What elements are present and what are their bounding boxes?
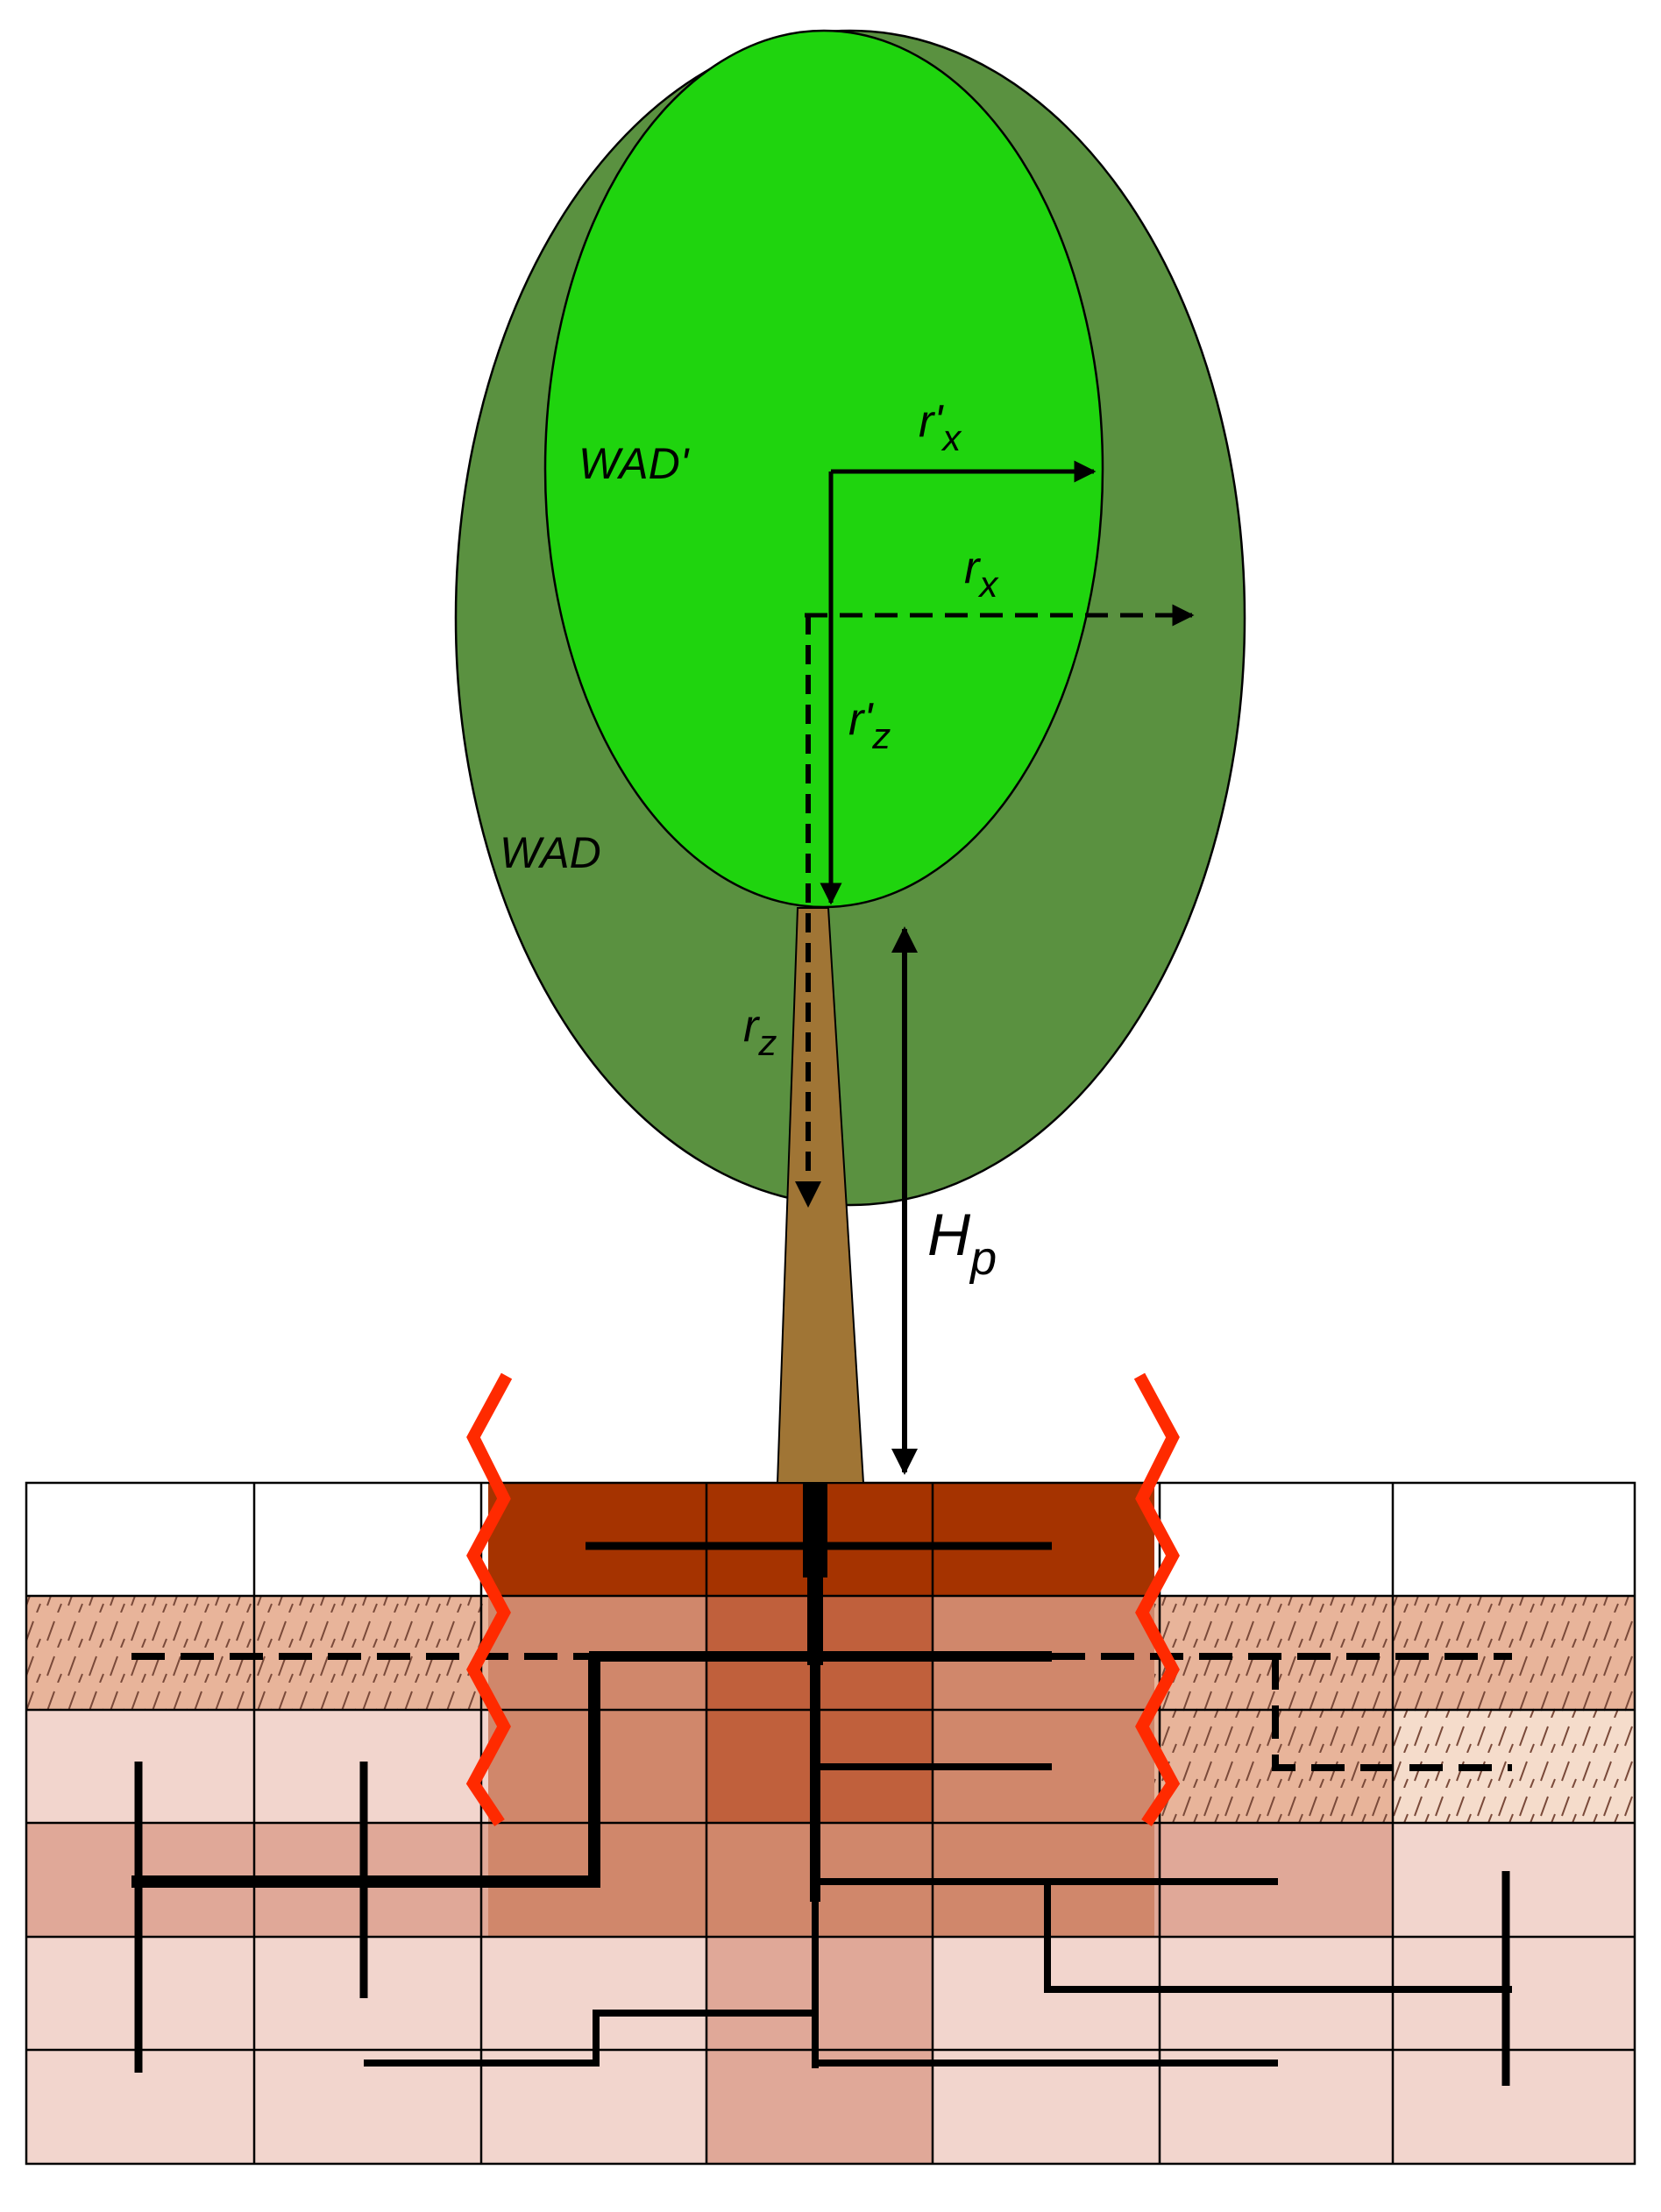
label-hp: Hp (927, 1202, 997, 1285)
label-r-prime-x: r'x (919, 396, 962, 458)
label-r-x-main: r (964, 542, 982, 593)
red-zigzag-boundary-icon (465, 1372, 1181, 1826)
label-r-z-main: r (743, 1001, 761, 1052)
label-r-x: rx (964, 542, 999, 605)
soil-row-2-hatch-right (1154, 1596, 1635, 1710)
label-r-prime-x-sub: x (941, 417, 962, 458)
radius-arrows (795, 460, 1195, 1475)
label-hp-sub: p (969, 1232, 997, 1285)
label-hp-main: H (927, 1202, 971, 1268)
soil-row-4-far-right (1393, 1823, 1635, 1937)
soil-row-6-center (706, 2050, 933, 2164)
label-r-z: rz (743, 1001, 777, 1063)
label-r-prime-z-main: r' (848, 694, 874, 745)
label-wad-prime: WAD' (579, 439, 690, 488)
root-system (131, 1483, 1512, 2086)
red-boundary-right (1133, 1372, 1181, 1826)
label-wad: WAD (500, 828, 601, 877)
label-r-prime-z: r'z (848, 694, 891, 756)
soil-row-1-left (26, 1483, 488, 1596)
soil-row-5-center (706, 1937, 933, 2050)
label-r-x-sub: x (977, 564, 999, 605)
soil-row-1-right (1154, 1483, 1635, 1596)
label-r-z-sub: z (757, 1022, 777, 1063)
label-r-prime-z-sub: z (871, 715, 891, 756)
soil-row-3-hatch-pattern (1154, 1710, 1635, 1823)
soil-row-3-left (26, 1710, 488, 1823)
label-r-prime-x-main: r' (919, 396, 944, 447)
red-boundary-left (465, 1372, 513, 1826)
